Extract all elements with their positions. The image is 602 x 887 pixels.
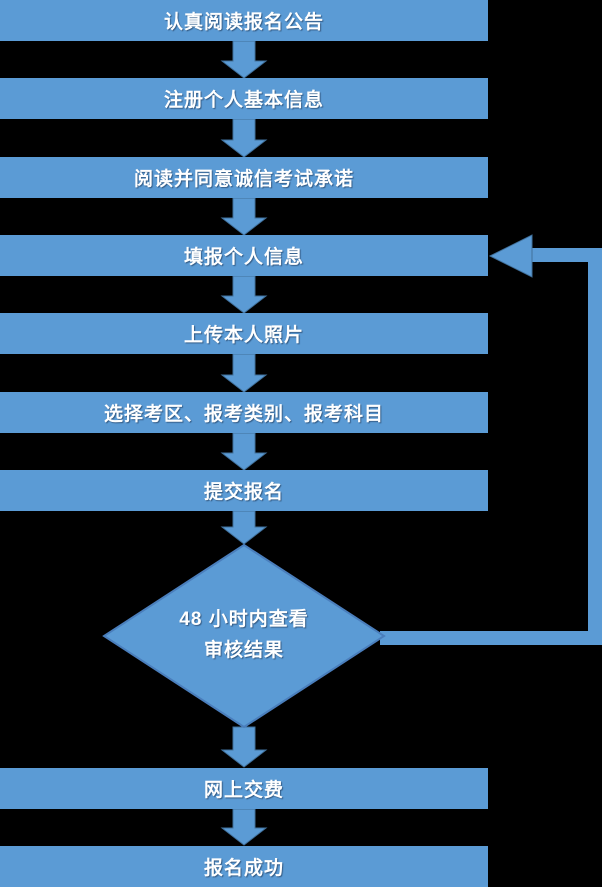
flow-step-7-label: 提交报名 [203, 482, 284, 503]
flow-step-9-label: 网上交费 [203, 780, 284, 801]
flow-step-1-label: 认真阅读报名公告 [163, 12, 324, 33]
decision-diamond [102, 543, 386, 729]
down-arrow-icon [220, 353, 268, 393]
down-arrow-icon [220, 510, 268, 545]
down-arrow-icon [220, 726, 268, 768]
flow-step-7: 提交报名 [0, 470, 488, 511]
down-arrow-icon [220, 197, 268, 236]
down-arrow-icon [220, 432, 268, 471]
flow-step-10-label: 报名成功 [203, 858, 284, 879]
flow-step-5-label: 上传本人照片 [183, 325, 304, 346]
flow-step-1: 认真阅读报名公告 [0, 0, 488, 41]
flow-step-10: 报名成功 [0, 846, 488, 887]
flow-step-3-label: 阅读并同意诚信考试承诺 [133, 169, 354, 190]
down-arrow-icon [220, 275, 268, 314]
flow-step-5: 上传本人照片 [0, 313, 488, 354]
flow-step-4: 填报个人信息 [0, 235, 488, 276]
flow-step-2: 注册个人基本信息 [0, 78, 488, 119]
flow-step-3: 阅读并同意诚信考试承诺 [0, 157, 488, 198]
loop-arrow-line [380, 248, 602, 645]
flow-step-9: 网上交费 [0, 768, 488, 809]
down-arrow-icon [220, 118, 268, 158]
flow-step-2-label: 注册个人基本信息 [163, 90, 324, 111]
down-arrow-icon [220, 40, 268, 79]
flow-step-6: 选择考区、报考类别、报考科目 [0, 392, 488, 433]
flow-step-6-label: 选择考区、报考类别、报考科目 [103, 404, 384, 425]
down-arrow-icon [220, 808, 268, 846]
loop-arrowhead-left-icon [488, 234, 533, 278]
flow-step-4-label: 填报个人信息 [183, 247, 304, 268]
